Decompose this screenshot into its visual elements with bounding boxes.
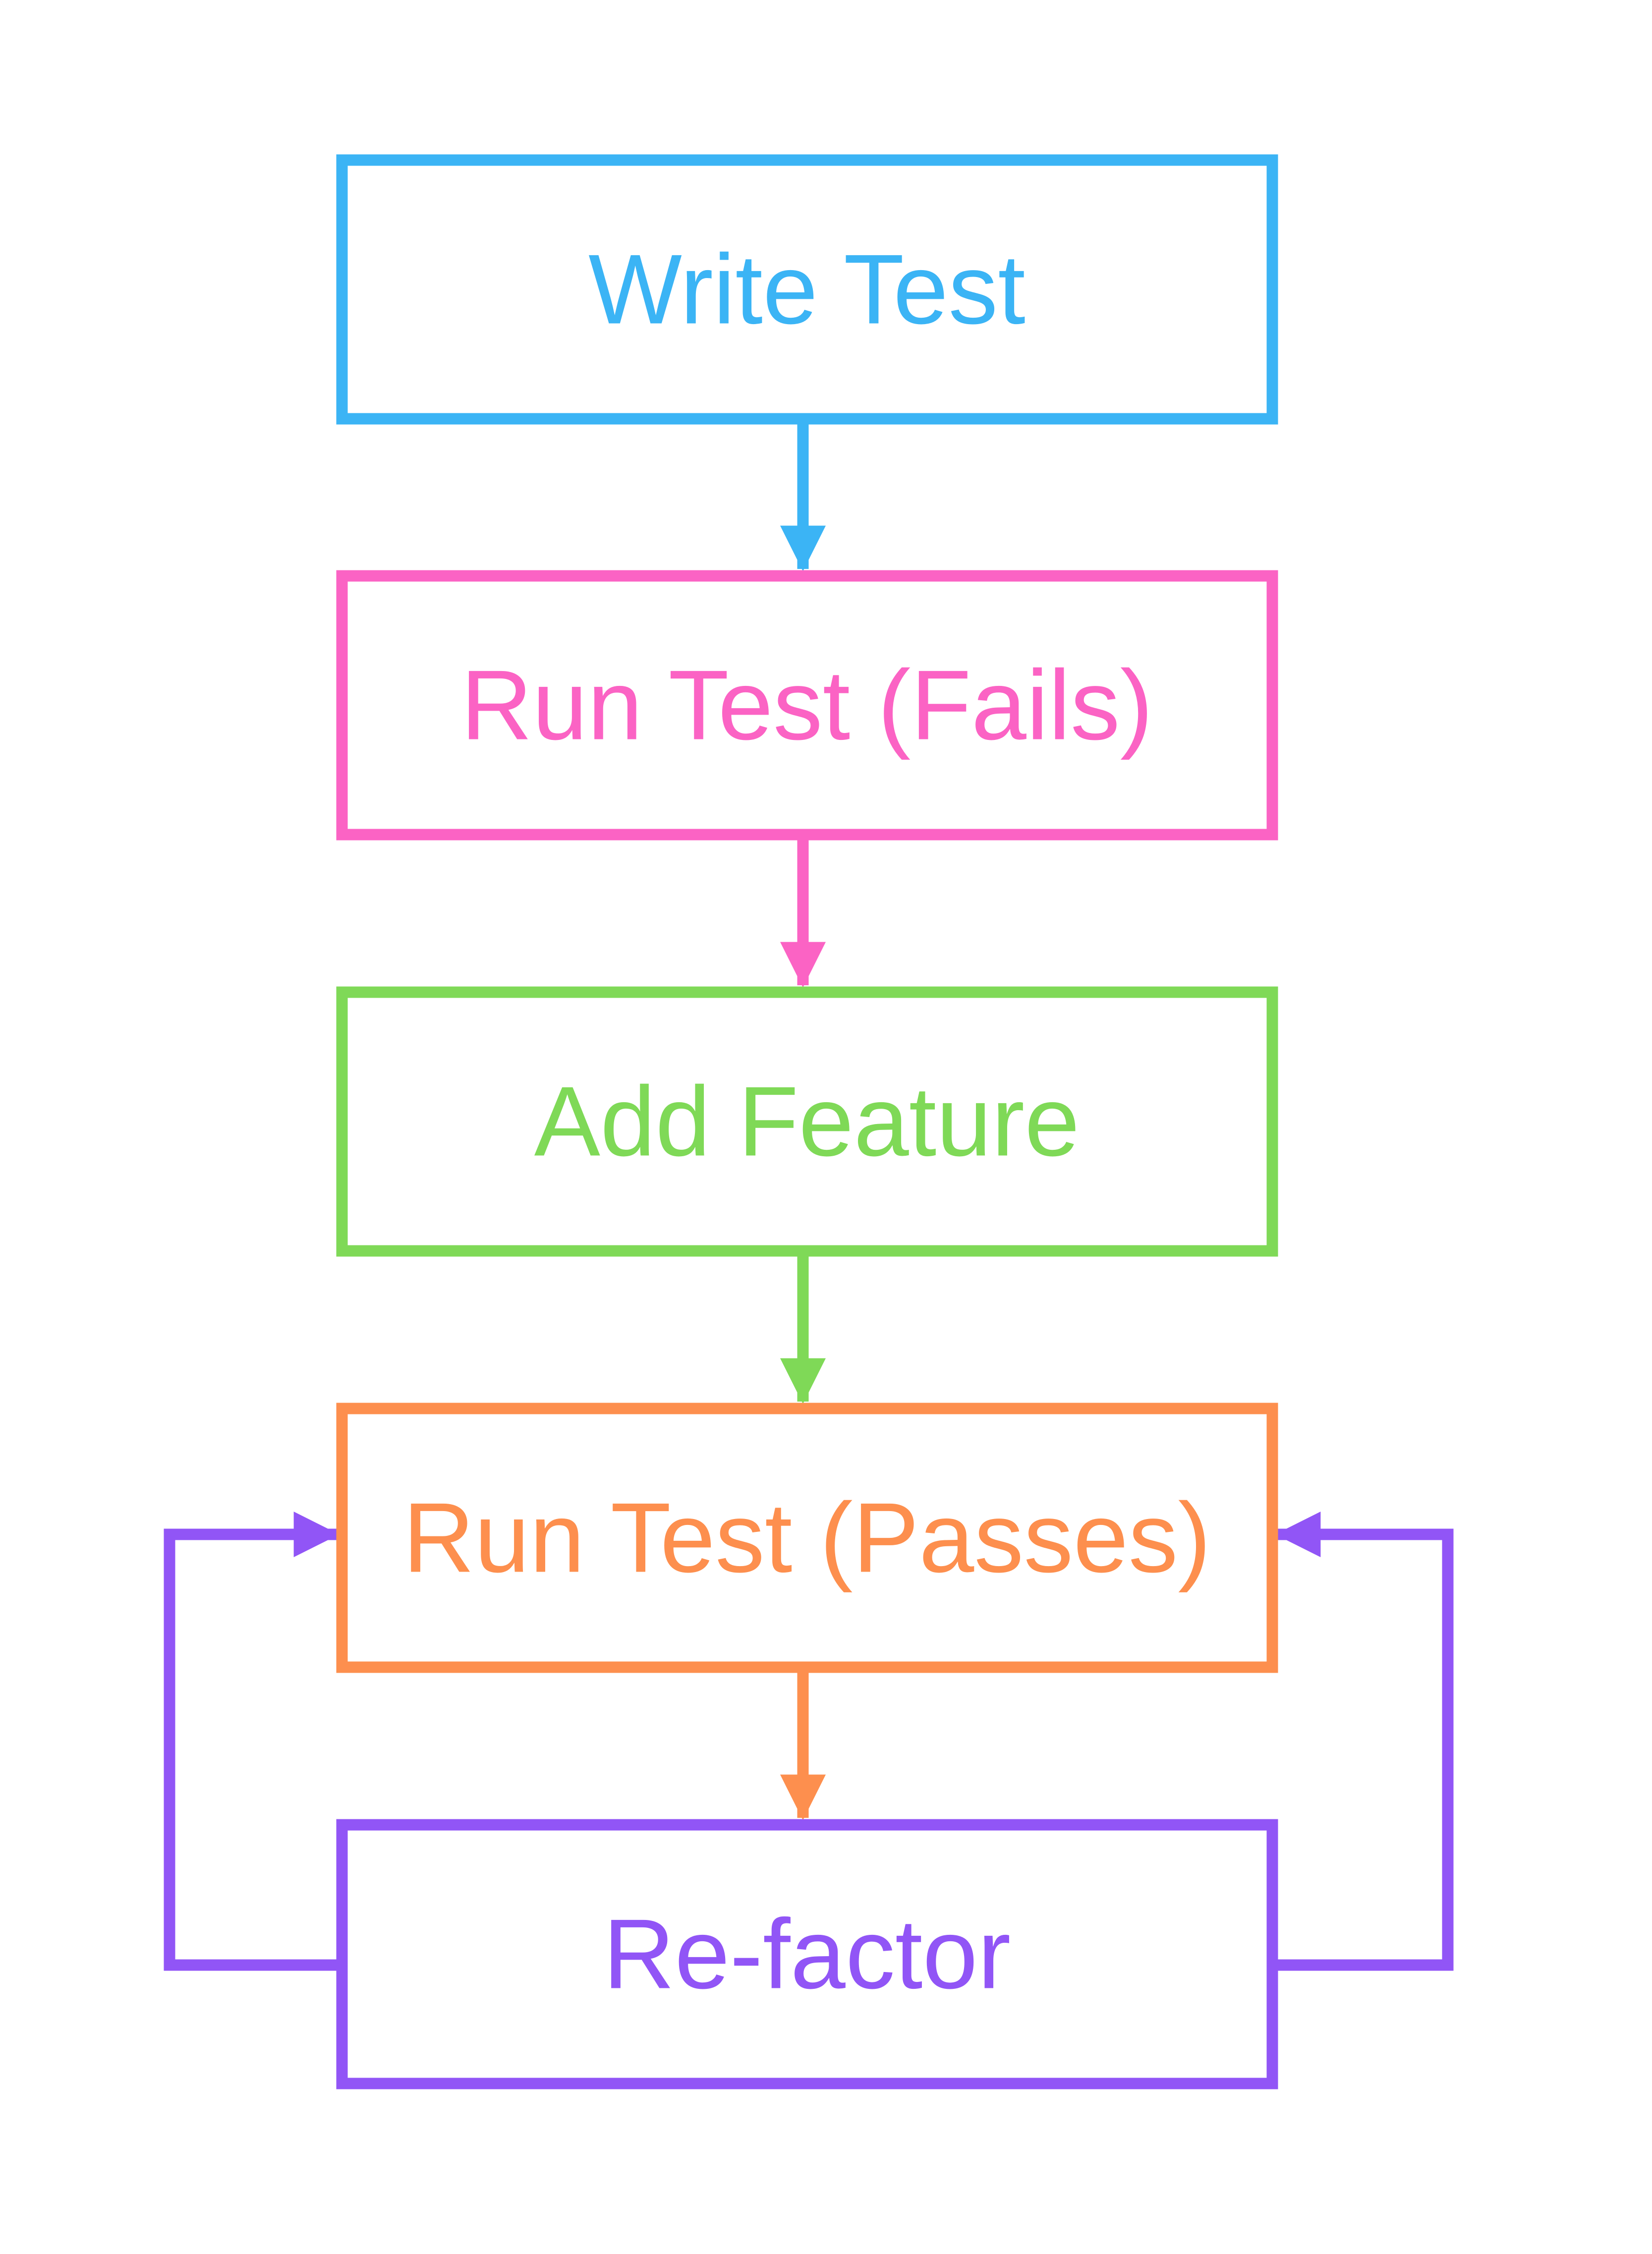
node-write-test: Write Test	[336, 154, 1278, 425]
edge-refactor-loop-left	[164, 1512, 342, 1971]
node-add-feature-box	[336, 986, 1278, 1257]
node-refactor-label: Re-factor	[603, 1899, 1011, 2010]
node-run-test-fails-label: Run Test (Fails)	[461, 650, 1153, 761]
node-run-test-fails: Run Test (Fails)	[336, 570, 1278, 841]
node-run-test-passes-label: Run Test (Passes)	[403, 1483, 1211, 1593]
node-add-feature-label: Add Feature	[534, 1067, 1080, 1177]
node-add-feature: Add Feature	[336, 986, 1278, 1257]
node-write-test-label: Write Test	[588, 234, 1025, 345]
node-write-test-box	[336, 154, 1278, 425]
node-refactor: Re-factor	[336, 1819, 1278, 2089]
edge-refactor-loop-right	[1272, 1512, 1454, 1971]
node-run-test-fails-box	[336, 570, 1278, 841]
node-run-test-passes: Run Test (Passes)	[336, 1403, 1278, 1673]
node-run-test-passes-box	[336, 1403, 1278, 1673]
node-refactor-box	[336, 1819, 1278, 2089]
